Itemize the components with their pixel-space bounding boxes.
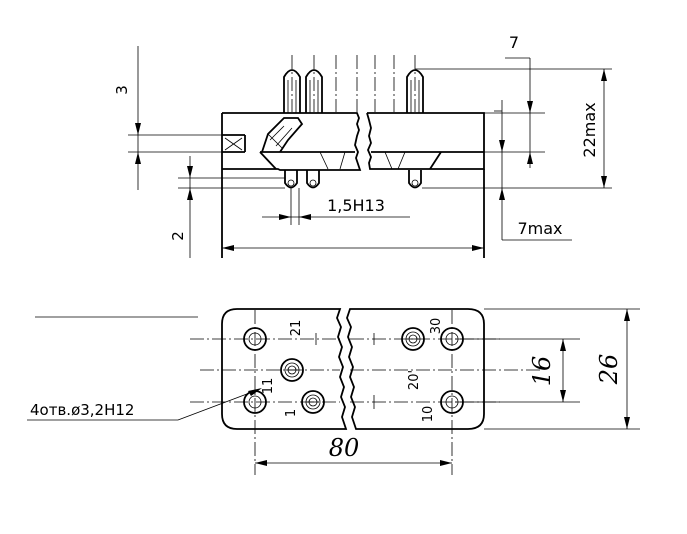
contact-pin-1 <box>301 390 325 414</box>
connector-body-side <box>221 112 485 258</box>
contact-label-10: 10 <box>421 406 436 423</box>
dim-2-label: 2 <box>169 231 187 241</box>
mounting-hole-top-left <box>243 327 267 351</box>
contact-label-21: 21 <box>289 320 304 337</box>
dim-80-label: 80 <box>329 434 360 462</box>
right-dimensions <box>415 57 612 241</box>
contact-label-1: 1 <box>284 409 299 417</box>
contact-label-20: 20' <box>407 370 422 390</box>
overall-length-dimension <box>222 245 484 251</box>
dim-22max-label: 22max <box>580 102 599 157</box>
dim-3-label: 3 <box>113 85 131 95</box>
side-view: 3 2 7 22max 1,5H13 7max <box>113 33 612 258</box>
dim-7max-label: 7max <box>517 219 562 238</box>
contact-label-30: 30 <box>429 318 444 335</box>
pitch-dimension <box>262 188 410 225</box>
contact-pin-30 <box>401 327 425 351</box>
dim-16-label: 16 <box>528 356 556 387</box>
center-lines <box>190 310 540 475</box>
holes-note-leader <box>27 388 262 421</box>
dim-80 <box>255 460 452 466</box>
contact-label-11: 11 <box>261 378 276 395</box>
mounting-holes <box>243 327 464 414</box>
contact-pin-11 <box>280 358 304 382</box>
latch-wedge <box>261 117 304 153</box>
connector-body-front <box>221 308 485 430</box>
dim-26-label: 26 <box>595 354 623 386</box>
contact-pins-top <box>283 55 424 113</box>
left-dimensions <box>128 46 285 258</box>
solder-tails <box>284 170 422 189</box>
front-view: 21 30 11 20' 1 10 16 26 80 <box>27 308 640 475</box>
dim-16 <box>455 338 580 403</box>
dim-7-label: 7 <box>509 33 519 52</box>
holes-note: 4отв.ø3,2H12 <box>30 401 134 419</box>
dim-26 <box>484 308 640 430</box>
dim-pitch-label: 1,5H13 <box>327 196 385 215</box>
